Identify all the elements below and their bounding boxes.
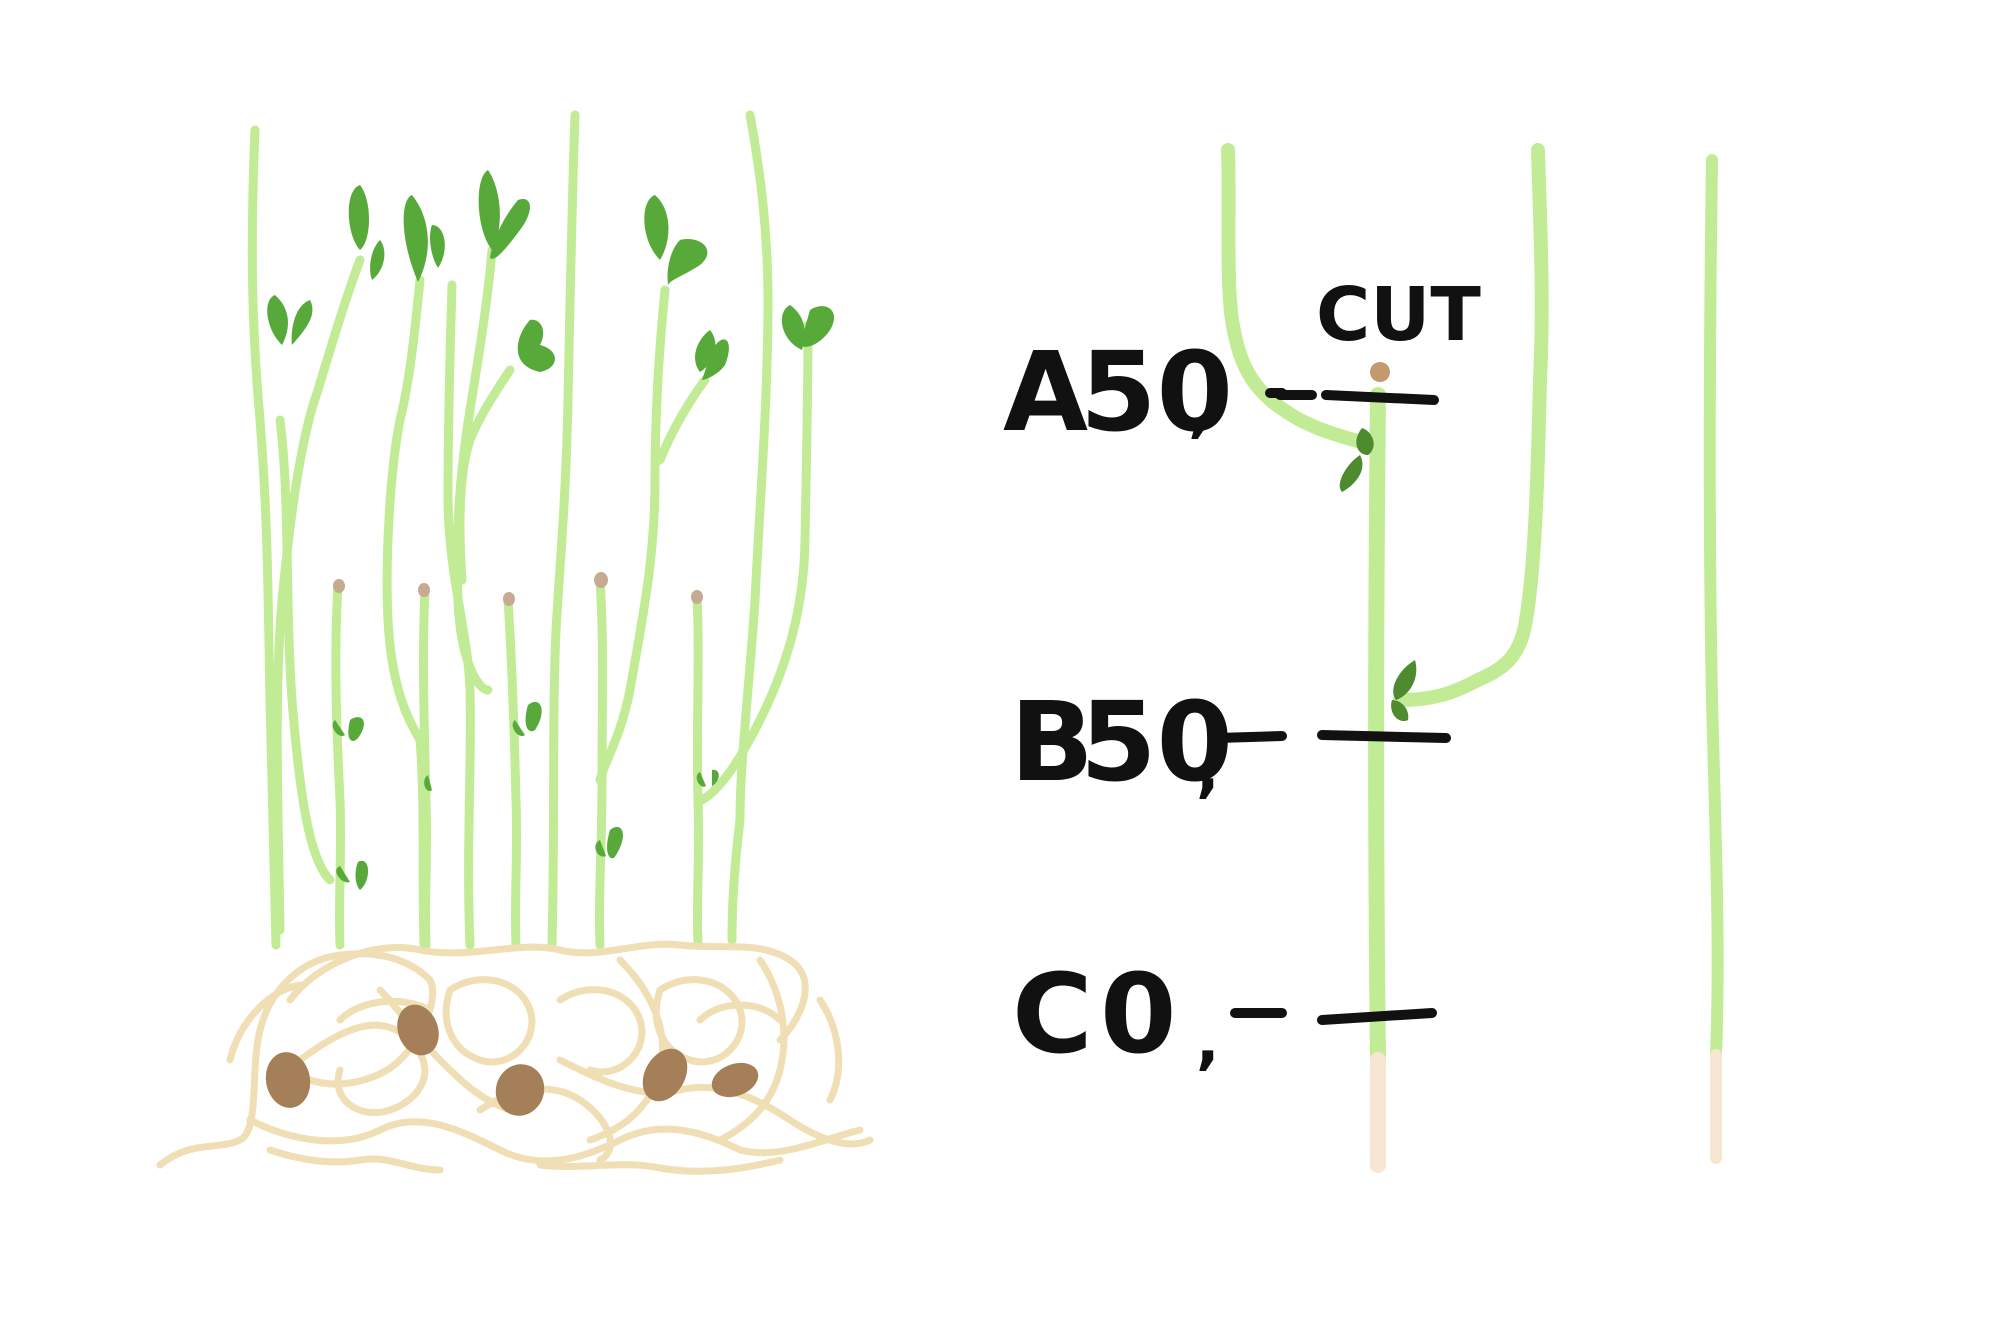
short-stem-2 bbox=[418, 585, 432, 950]
cut-tip-4 bbox=[594, 572, 608, 588]
stem-12 bbox=[697, 320, 813, 805]
leaf-icon bbox=[355, 860, 369, 890]
leaf-icon bbox=[336, 866, 350, 883]
cut-line-b bbox=[1317, 730, 1451, 743]
leaf-icon bbox=[1391, 700, 1409, 722]
leaf-icon bbox=[696, 772, 706, 787]
uncut-stem bbox=[1703, 154, 1724, 1164]
label-b-tick: , bbox=[1196, 732, 1220, 805]
leaf-icon bbox=[403, 195, 428, 282]
seed-icon bbox=[711, 1062, 759, 1098]
leaf-icon bbox=[595, 840, 606, 857]
label-b-letter: B bbox=[1010, 678, 1094, 806]
leaf-icon bbox=[291, 300, 313, 345]
leaf-icon bbox=[517, 319, 555, 372]
leaf-icon bbox=[712, 769, 719, 786]
leaf-icon bbox=[800, 306, 835, 347]
leaf-icon bbox=[348, 717, 364, 741]
leaf-icon bbox=[1356, 428, 1374, 455]
leaf-icon bbox=[267, 295, 288, 345]
root-mass bbox=[156, 940, 874, 1175]
leaf-icon bbox=[430, 225, 445, 268]
node-b-leaves bbox=[1391, 660, 1417, 722]
leaf-icon bbox=[781, 305, 805, 350]
short-stem-3 bbox=[503, 595, 522, 950]
label-c-tick: , bbox=[1196, 1004, 1220, 1077]
short-stem-5 bbox=[692, 593, 704, 950]
top-leaves bbox=[267, 170, 835, 380]
node-a-leaves bbox=[1339, 428, 1374, 492]
cut-tip-5 bbox=[691, 590, 703, 604]
leaf-icon bbox=[702, 339, 729, 380]
cut-tip bbox=[1370, 362, 1390, 382]
short-cut-stems bbox=[331, 575, 704, 950]
cut-tip-3 bbox=[503, 592, 515, 606]
cut-line-c bbox=[1317, 1008, 1437, 1025]
label-a-value: 50 bbox=[1080, 328, 1233, 456]
leaf-icon bbox=[607, 826, 623, 859]
label-a-letter: A bbox=[1003, 328, 1088, 456]
seeds bbox=[265, 1004, 759, 1116]
main-stem bbox=[1368, 387, 1386, 1068]
cut-lines bbox=[1213, 388, 1451, 1025]
leaf-icon bbox=[370, 240, 385, 280]
leaf-icon bbox=[644, 195, 669, 260]
branch-a bbox=[1221, 143, 1377, 452]
leaf-icon bbox=[490, 199, 530, 259]
label-b-value: 50 bbox=[1080, 678, 1233, 806]
short-stem-4 bbox=[594, 575, 607, 950]
cut-tips bbox=[333, 572, 703, 606]
cut-tip-2 bbox=[418, 583, 430, 597]
cut-label: CUT bbox=[1316, 272, 1481, 358]
pea-sprout-cluster-icon bbox=[156, 110, 874, 1175]
stem-1 bbox=[247, 125, 281, 950]
tall-stems bbox=[247, 110, 813, 950]
leaf-icon bbox=[525, 701, 542, 732]
stem-8 bbox=[547, 110, 580, 950]
leaf-icon bbox=[667, 239, 708, 285]
cut-line-a bbox=[1321, 390, 1439, 405]
label-c-value: 0 bbox=[1100, 950, 1177, 1078]
label-a-tick: , bbox=[1188, 372, 1212, 445]
cut-diagram: CUT A 50 , B 50 , C 0 , bbox=[1003, 143, 1549, 1173]
stem-11 bbox=[735, 110, 773, 825]
seed-icon bbox=[495, 1064, 545, 1116]
leaf-icon bbox=[1339, 455, 1363, 492]
leaf-icon bbox=[478, 170, 500, 250]
leaf-icon bbox=[1393, 660, 1417, 700]
stem-2 bbox=[275, 415, 335, 885]
short-stem-1 bbox=[331, 580, 346, 950]
seed-icon bbox=[642, 1048, 688, 1102]
cut-tip-1 bbox=[333, 579, 345, 593]
leaf-icon bbox=[332, 720, 345, 737]
stem-3 bbox=[272, 255, 365, 935]
stem-9 bbox=[595, 285, 670, 785]
dash-b-1 bbox=[1213, 731, 1287, 743]
seed-icon bbox=[265, 1052, 311, 1108]
leaf-icon bbox=[512, 720, 525, 737]
uncut-stem-green bbox=[1703, 154, 1724, 1061]
seed-icon bbox=[397, 1004, 439, 1056]
leaf-icon bbox=[424, 775, 432, 792]
stem-10 bbox=[655, 375, 710, 465]
branch-b bbox=[1393, 143, 1549, 707]
lower-leaves bbox=[332, 701, 719, 890]
label-c-letter: C bbox=[1012, 950, 1093, 1078]
stem-7 bbox=[455, 365, 515, 585]
leaf-icon bbox=[348, 185, 369, 250]
stem-4 bbox=[382, 275, 429, 950]
stem-13 bbox=[727, 815, 745, 945]
